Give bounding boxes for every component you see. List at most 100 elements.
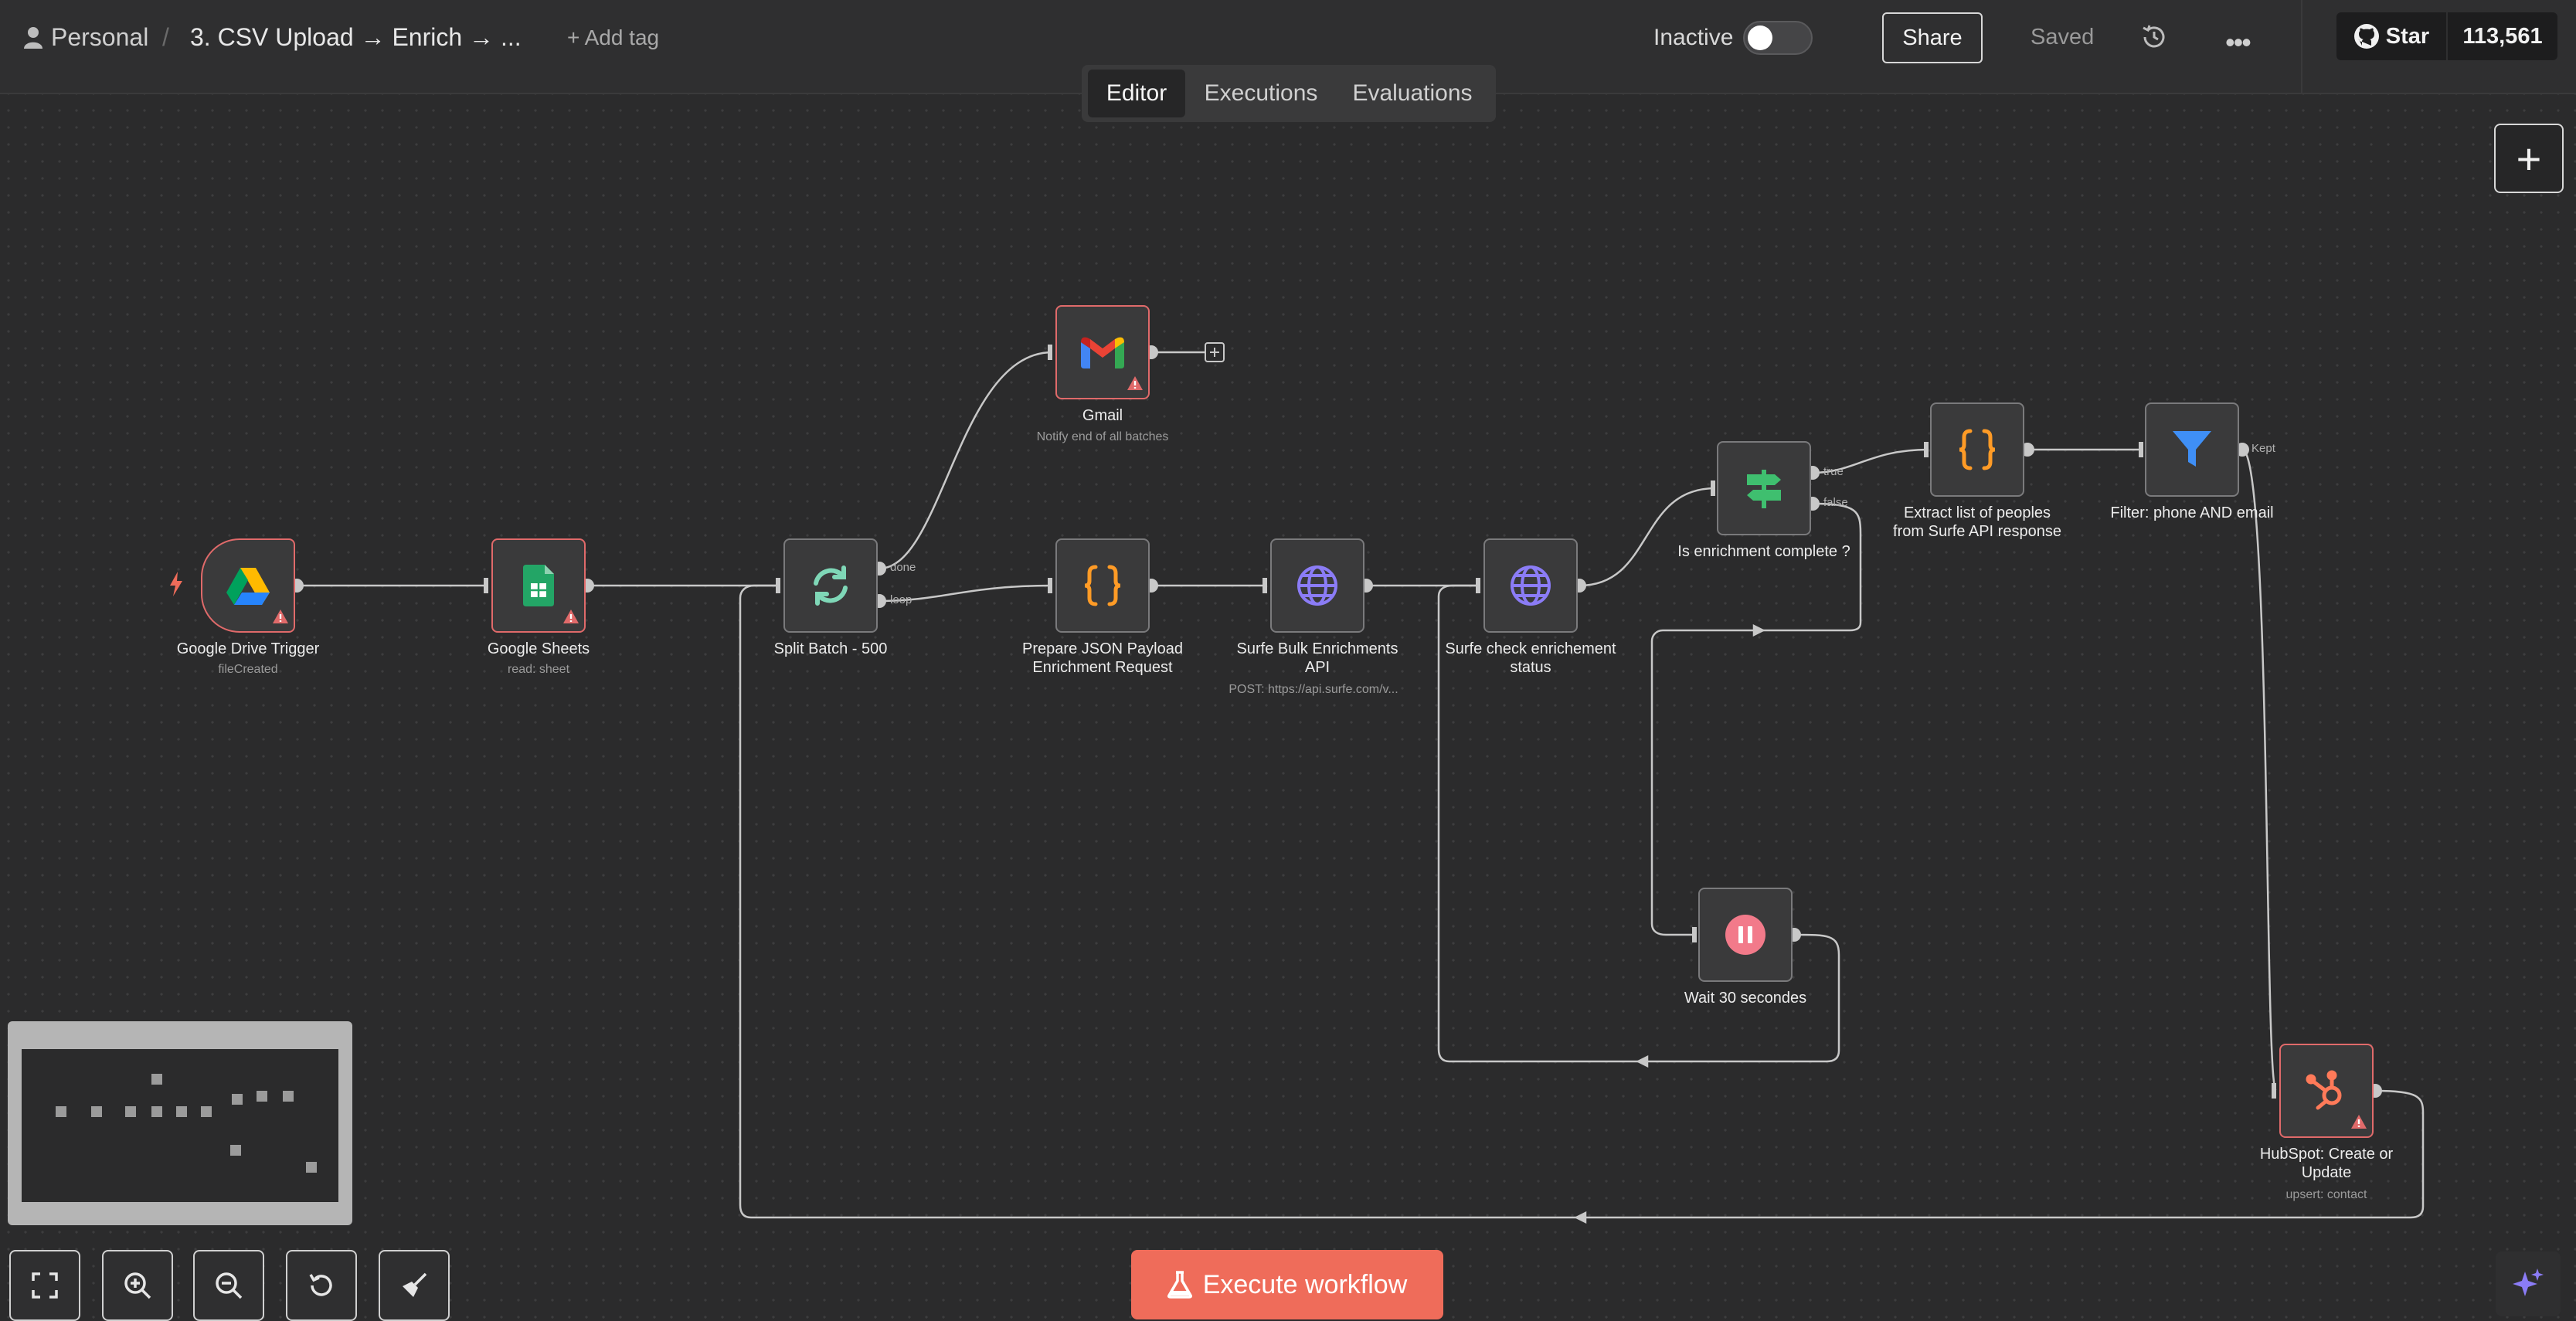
minimap-node (151, 1106, 162, 1117)
fit-view-button[interactable] (9, 1250, 80, 1321)
toggle-knob (1748, 25, 1772, 50)
node-label-line1: Surfe check enrichement (1445, 640, 1616, 657)
node-prepare-json[interactable] (1055, 538, 1150, 633)
node-subtitle: Notify end of all batches (1036, 430, 1169, 443)
tab-editor[interactable]: Editor (1088, 70, 1185, 117)
ai-assistant-button[interactable] (2496, 1251, 2561, 1316)
node-label: Surfe check enrichement status (1445, 640, 1616, 677)
minimap-node (306, 1162, 317, 1173)
port-label-done: done (890, 561, 916, 574)
zoom-out-button[interactable] (193, 1250, 264, 1321)
tab-evaluations[interactable]: Evaluations (1352, 80, 1473, 106)
node-label-line2: from Surfe API response (1893, 523, 2061, 540)
warning-icon (272, 609, 289, 628)
github-star-label: Star (2385, 23, 2430, 49)
node-label-line2: Update (2301, 1164, 2352, 1181)
node-label-line1: Surfe Bulk Enrichments (1236, 640, 1398, 657)
google-sheets-icon (523, 565, 554, 606)
minimap-node (283, 1091, 294, 1102)
node-label-line1: Extract list of peoples (1903, 504, 2051, 521)
header-divider (2301, 0, 2302, 94)
minimap-node (201, 1106, 212, 1117)
node-subtitle: POST: https://api.surfe.com/v... (1229, 683, 1398, 696)
execute-workflow-button[interactable]: Execute workflow (1131, 1250, 1443, 1319)
breadcrumb-project[interactable]: Personal (51, 23, 149, 51)
node-label: Google Sheets (487, 640, 590, 657)
execute-workflow-label: Execute workflow (1202, 1269, 1408, 1299)
tab-executions[interactable]: Executions (1204, 80, 1318, 106)
node-google-drive-trigger[interactable] (201, 538, 295, 633)
globe-icon (1511, 565, 1551, 606)
minimap-viewport (22, 1049, 338, 1202)
add-node-button[interactable]: + (2494, 124, 2564, 193)
node-label-line1: HubSpot: Create or (2259, 1146, 2394, 1163)
node-label: Split Batch - 500 (773, 640, 888, 657)
history-icon[interactable] (2140, 23, 2168, 55)
warning-icon (562, 609, 579, 628)
node-subtitle: fileCreated (218, 663, 278, 676)
minimap-node (56, 1106, 66, 1117)
node-hubspot-upsert[interactable] (2279, 1044, 2374, 1138)
node-wait-30[interactable] (1698, 888, 1793, 982)
node-surfe-bulk-enrichments[interactable] (1270, 538, 1364, 633)
zoom-in-icon (124, 1272, 151, 1299)
minimap-node (257, 1091, 267, 1102)
node-label: Is enrichment complete ? (1677, 543, 1850, 560)
node-label-line1: Prepare JSON Payload (1022, 640, 1183, 657)
minimap-node (125, 1106, 136, 1117)
broom-icon (403, 1272, 427, 1297)
zoom-out-icon (216, 1272, 243, 1299)
node-filter-phone-email[interactable] (2145, 402, 2239, 497)
node-label: Extract list of peoples from Surfe API r… (1893, 504, 2061, 541)
view-tabs: Editor Executions Evaluations (1082, 65, 1496, 122)
minimap-node (91, 1106, 102, 1117)
minimap-node (151, 1074, 162, 1085)
share-button[interactable]: Share (1882, 12, 1983, 63)
signpost-icon (1747, 470, 1781, 508)
hubspot-icon (2306, 1070, 2342, 1110)
minimap-node (176, 1106, 187, 1117)
globe-icon (1297, 565, 1337, 606)
port-label-kept: Kept (2251, 442, 2275, 455)
node-subtitle: upsert: contact (2285, 1188, 2367, 1201)
node-label: Prepare JSON Payload Enrichment Request (1022, 640, 1183, 677)
node-surfe-check-status[interactable] (1483, 538, 1578, 633)
node-label: Filter: phone AND email (2110, 504, 2274, 521)
fullscreen-icon (32, 1272, 58, 1299)
trigger-bolt-icon (168, 572, 184, 600)
node-extract-peoples[interactable] (1930, 402, 2024, 497)
undo-icon (309, 1274, 332, 1296)
node-label: Wait 30 secondes (1684, 990, 1807, 1007)
node-label-line2: status (1510, 659, 1551, 676)
port-label-false: false (1823, 496, 1848, 509)
minimap[interactable] (8, 1021, 352, 1225)
minimap-node (230, 1145, 241, 1156)
node-google-sheets[interactable] (491, 538, 586, 633)
node-label: HubSpot: Create or Update (2260, 1145, 2393, 1182)
tidy-up-button[interactable] (379, 1250, 450, 1321)
loop-icon (814, 565, 848, 606)
reset-zoom-button[interactable] (286, 1250, 357, 1321)
node-split-batch[interactable] (783, 538, 878, 633)
add-tag-button[interactable]: + Add tag (567, 25, 660, 49)
zoom-in-button[interactable] (102, 1250, 173, 1321)
user-icon (23, 26, 43, 53)
github-star-button[interactable]: Star (2336, 12, 2446, 60)
node-label: Surfe Bulk Enrichments API (1237, 640, 1398, 677)
node-label-line2: Enrichment Request (1032, 659, 1173, 676)
node-gmail[interactable] (1055, 305, 1150, 399)
google-drive-icon (226, 568, 270, 605)
more-options-icon[interactable]: ••• (2225, 26, 2251, 58)
workflow-title[interactable]: 3. CSV Upload → Enrich → ... (190, 23, 522, 51)
workflow-status-label: Inactive (1653, 25, 1734, 50)
breadcrumb-separator: / (162, 23, 169, 51)
activate-toggle[interactable] (1743, 21, 1813, 55)
gmail-icon (1081, 337, 1124, 368)
github-star-count[interactable]: 113,561 (2448, 12, 2557, 60)
node-subtitle: read: sheet (507, 663, 570, 676)
node-label-line2: API (1304, 659, 1330, 676)
node-is-enrichment-complete[interactable] (1717, 441, 1811, 535)
github-icon (2353, 24, 2379, 49)
flask-icon (1167, 1271, 1192, 1299)
